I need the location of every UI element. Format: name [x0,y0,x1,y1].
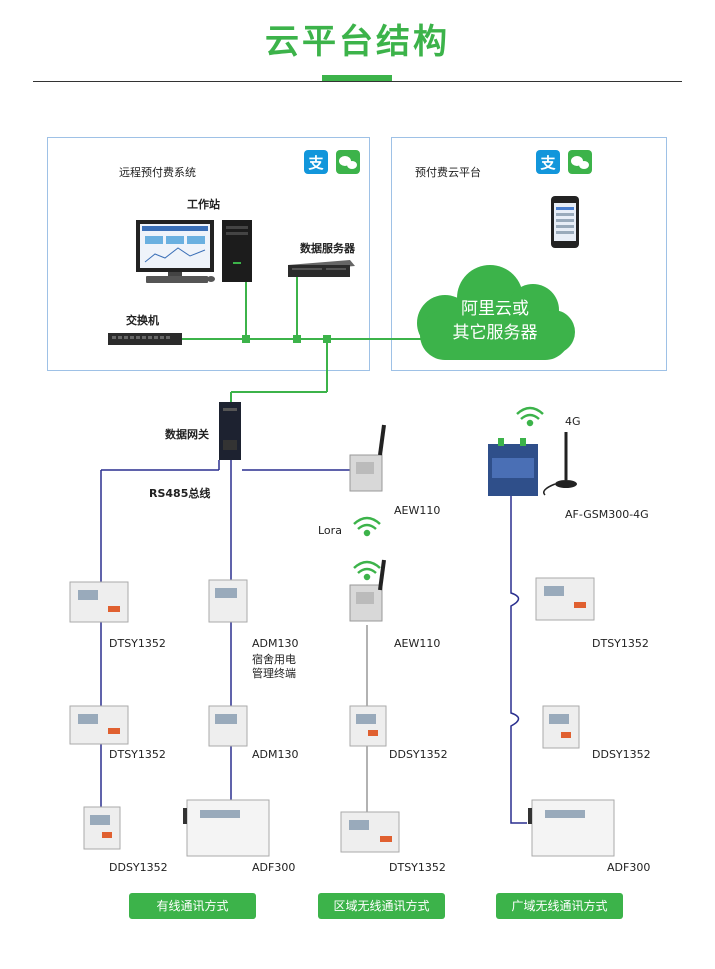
meter-ddsy1352-col1-bottom [83,806,121,850]
monitor-icon [136,220,214,277]
cloud-label-line2: 其它服务器 [452,323,538,343]
wired-meter-label-2: DTSY1352 [109,748,166,761]
meter-dtsy1352-col1-top [69,581,129,623]
wide-wireless-button[interactable]: 广域无线通讯方式 [496,893,623,919]
gsm-4g-module [488,438,538,496]
meter-dtsy1352-col1-mid [69,705,129,745]
ethernet-lines [180,275,440,402]
wired-meter-label-1: DTSY1352 [109,637,166,650]
remote-prepay-panel [47,137,370,371]
adm130-desc-line1: 宿舍用电 [252,653,296,666]
regional-wireless-button[interactable]: 区域无线通讯方式 [318,893,445,919]
pc-tower-icon [222,220,252,282]
smartphone-icon [551,196,579,248]
svg-text:支: 支 [307,154,324,172]
wifi-icon-aew-bottom [353,560,381,581]
data-server-icon [288,260,355,277]
cloud-shape [417,265,575,360]
keyboard-icon [146,276,215,283]
switch-label: 交换机 [126,314,159,327]
data-gateway-icon [219,402,241,460]
4g-label: 4G [565,415,581,428]
wide-meter-label-2: DDSY1352 [592,748,651,761]
adm130-desc-line2: 管理终端 [252,667,296,680]
page-title: 云平台结构 [265,22,450,62]
gsm-module-label: AF-GSM300-4G [565,508,649,521]
remote-prepay-title: 远程预付费系统 [119,166,196,179]
wired-meter-label-3: DDSY1352 [109,861,168,874]
meter-adm130-top [208,579,248,623]
wifi-icon-gsm [516,406,544,427]
meter-dtsy1352-regional [340,811,400,853]
alipay-icon-right: 支 [536,150,560,174]
aew110-module-bottom [349,559,386,622]
meter-ddsy1352-wide [542,705,580,749]
wireless-link-line [510,495,527,824]
wired-mode-button[interactable]: 有线通讯方式 [129,893,256,919]
rs485-bus-lines [100,460,352,807]
aew110-label-top: AEW110 [394,504,441,517]
title-divider [33,81,682,82]
adm130-label-mid: ADM130 [252,748,299,761]
regional-meter-label-1: DDSY1352 [389,748,448,761]
cloud-label-line1: 阿里云或 [461,299,529,319]
wide-meter-label-1: DTSY1352 [592,637,649,650]
meter-adf300-wide [528,799,615,857]
wifi-icon-lora [353,516,381,537]
meter-adf300-wired [183,799,270,857]
4g-antenna-icon [543,432,577,496]
meter-dtsy1352-wide [535,577,595,621]
alipay-icon-left: 支 [304,150,328,174]
adm130-label-top: ADM130 [252,637,299,650]
lora-label: Lora [318,524,342,537]
regional-meter-label-2: DTSY1352 [389,861,446,874]
title-accent-bar [322,75,392,81]
data-server-label: 数据服务器 [300,242,355,255]
network-switch-icon [108,333,182,345]
aew110-label-bottom: AEW110 [394,637,441,650]
gateway-label: 数据网关 [165,428,209,441]
rs485-bus-label: RS485总线 [149,487,211,500]
workstation-label: 工作站 [187,198,220,211]
svg-text:支: 支 [539,154,556,172]
cloud-platform-panel [391,137,667,371]
meter-adm130-mid [208,705,248,747]
wechat-icon-right [568,150,592,174]
cloud-platform-title: 预付费云平台 [415,166,481,179]
wide-meter-label-3: ADF300 [607,861,651,874]
adf300-label-wired: ADF300 [252,861,296,874]
aew110-module-top [349,424,386,492]
meter-ddsy1352-regional [349,705,387,747]
wechat-icon-left [336,150,360,174]
